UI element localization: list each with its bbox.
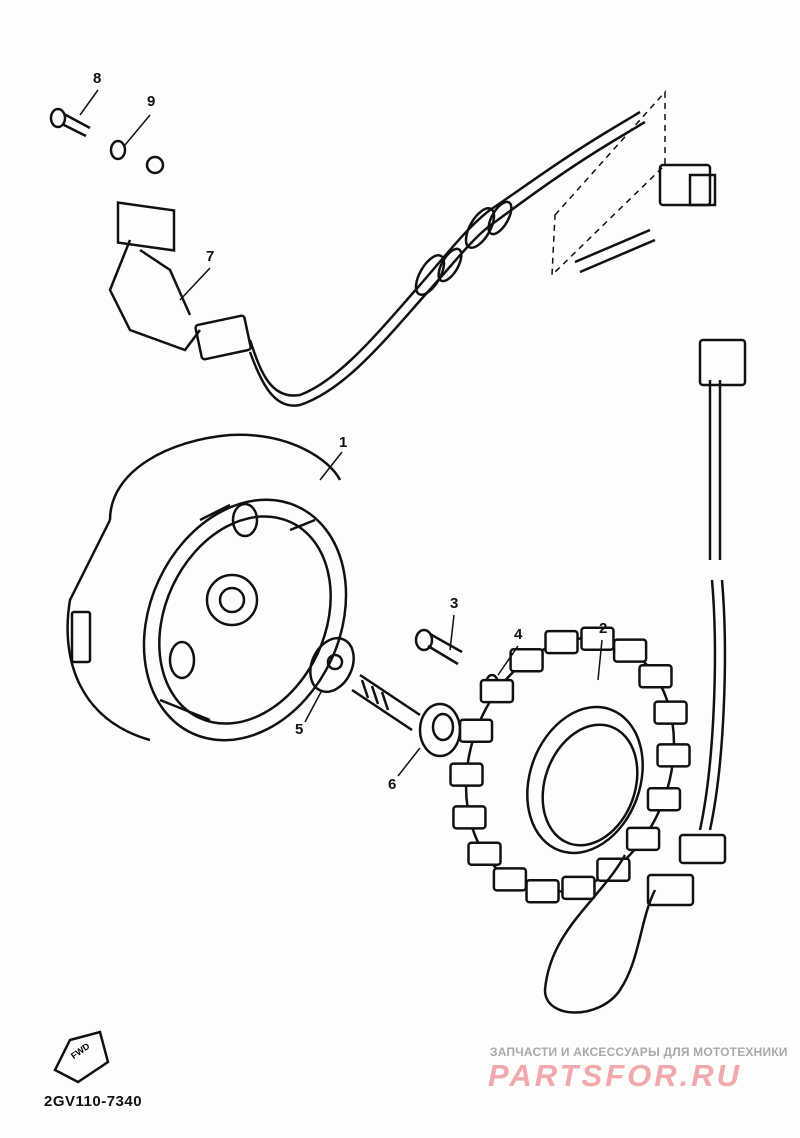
callout-7: 7 xyxy=(206,248,215,265)
stator-pole xyxy=(467,841,502,866)
stator-pole xyxy=(492,867,528,892)
screw-3 xyxy=(414,628,463,666)
washer-5-hole xyxy=(326,653,344,671)
stator-pole xyxy=(452,805,487,830)
watermark-tagline: ЗАПЧАСТИ И АКСЕССУАРЫ ДЛЯ МОТОТЕХНИКИ xyxy=(490,1045,788,1059)
stator-pole xyxy=(596,857,631,882)
callout-5: 5 xyxy=(295,721,304,738)
stator-pole xyxy=(625,826,661,852)
stator-pole xyxy=(612,638,648,663)
stator-pole xyxy=(561,875,596,901)
callout-2: 2 xyxy=(599,620,608,637)
callout-4: 4 xyxy=(514,626,523,643)
stator-pole xyxy=(458,718,494,744)
forward-arrow-icon xyxy=(53,1030,110,1084)
washer-5 xyxy=(309,637,355,693)
stator-pole xyxy=(525,878,560,904)
watermark-brand: PARTSFOR.RU xyxy=(488,1058,743,1093)
stator-wiring xyxy=(543,338,747,1014)
screw-8 xyxy=(49,107,91,138)
part-code: 2GV110-7340 xyxy=(44,1093,143,1110)
stator-pole xyxy=(638,664,673,689)
callout-6: 6 xyxy=(388,776,397,793)
stator-coil xyxy=(449,626,691,904)
stator-pole xyxy=(580,626,615,652)
callout-8: 8 xyxy=(93,70,102,87)
callout-leaders xyxy=(79,89,603,777)
stator-pole xyxy=(449,762,484,787)
callout-1: 1 xyxy=(339,434,348,451)
stator-pole xyxy=(479,678,515,704)
stator-pole xyxy=(509,648,544,673)
pickup-coil-assembly xyxy=(108,90,717,407)
bolt-6 xyxy=(351,673,462,758)
stator-pole xyxy=(646,786,682,812)
stator-pole xyxy=(653,700,688,725)
callout-9: 9 xyxy=(147,93,156,110)
flywheel-rotor xyxy=(66,433,348,742)
washer-9 xyxy=(109,139,127,161)
stator-pole xyxy=(544,629,579,655)
stator-pole xyxy=(656,743,691,768)
callout-3: 3 xyxy=(450,595,459,612)
